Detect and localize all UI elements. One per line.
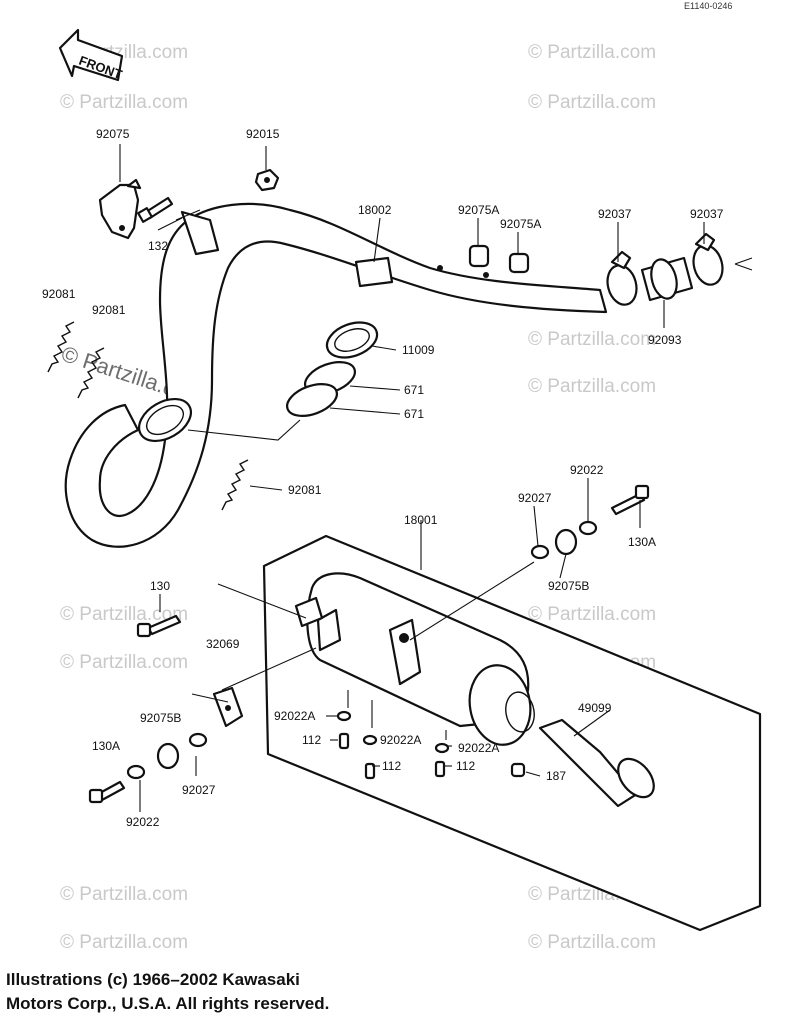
callout-92075B-left: 92075B — [140, 711, 181, 725]
callout-92081-3: 92081 — [288, 483, 322, 497]
sleeve-92093 — [640, 256, 753, 302]
fasteners-muffler — [336, 710, 526, 780]
watermark-text: © Partzilla.com — [60, 604, 188, 625]
copyright-line-1: Illustrations (c) 1966–2002 Kawasaki — [6, 970, 300, 989]
watermark-text: © Partzilla.com — [528, 932, 656, 953]
callout-labels: 92075 92015 132 18002 92075A 92075A 9203… — [42, 127, 724, 829]
callout-92093: 92093 — [648, 333, 682, 347]
callout-92075A-2: 92075A — [500, 217, 541, 231]
watermark-text: © Partzilla.com — [528, 42, 656, 63]
front-arrow-icon: FRONT — [58, 28, 124, 82]
muffler-18001 — [262, 534, 762, 932]
callout-92022-top: 92022 — [570, 463, 604, 477]
spring-92081 — [47, 321, 249, 511]
callout-92075A-1: 92075A — [458, 203, 499, 217]
callout-92027-left: 92027 — [182, 783, 216, 797]
leader-lines — [119, 144, 705, 812]
watermark-text: © Partzilla.com — [60, 884, 188, 905]
callout-130A-left: 130A — [92, 739, 120, 753]
callout-112-1: 112 — [302, 733, 321, 747]
callout-92037-1: 92037 — [598, 207, 632, 221]
callout-187: 187 — [546, 769, 566, 783]
watermark-text: © Partzilla.com — [528, 92, 656, 113]
callout-92015: 92015 — [246, 127, 280, 141]
bolt-132 — [137, 196, 174, 223]
bracket-92075 — [98, 178, 142, 240]
callout-132: 132 — [148, 239, 168, 253]
callout-92075: 92075 — [96, 127, 130, 141]
copyright-notice: Illustrations (c) 1966–2002 Kawasaki Mot… — [6, 968, 329, 1016]
callout-92022A-3: 92022A — [458, 741, 499, 755]
gasket-11009 — [325, 321, 379, 359]
callout-92075B-top: 92075B — [548, 579, 589, 593]
watermark-text: © Partzilla.com — [528, 604, 656, 625]
callout-112-2: 112 — [382, 759, 401, 773]
callout-671-1: 671 — [404, 383, 424, 397]
watermark-text: © Partzilla.com — [60, 92, 188, 113]
tail-pipe-49099 — [538, 718, 655, 808]
watermark-text: © Partzilla.com — [528, 329, 656, 350]
callout-11009: 11009 — [402, 343, 435, 357]
callout-92037-2: 92037 — [690, 207, 724, 221]
callout-130: 130 — [150, 579, 170, 593]
callout-130A-top: 130A — [628, 535, 656, 549]
callout-18002: 18002 — [358, 203, 392, 217]
callout-671-2: 671 — [404, 407, 424, 421]
clamp-92037 — [606, 232, 724, 306]
callout-92027-top: 92027 — [518, 491, 552, 505]
callout-92022-left: 92022 — [126, 815, 160, 829]
callout-32069: 32069 — [206, 637, 240, 651]
watermark-text: © Partzilla.com — [528, 376, 656, 397]
callout-92081-1: 92081 — [42, 287, 76, 301]
callout-92081-2: 92081 — [92, 303, 126, 317]
callout-18001: 18001 — [404, 513, 438, 527]
watermark-text: © Partzilla.com — [60, 652, 188, 673]
hardware-left — [88, 614, 244, 804]
callout-49099: 49099 — [578, 701, 612, 715]
callout-92022A-2: 92022A — [380, 733, 421, 747]
watermark-text: © Partzilla.com — [60, 932, 188, 953]
diagram-code: E1140-0246 — [684, 1, 732, 11]
hardware-right — [530, 484, 650, 560]
copyright-line-2: Motors Corp., U.S.A. All rights reserved… — [6, 994, 330, 1013]
o-ring-671 — [286, 361, 356, 417]
grommet-92075A — [468, 244, 530, 274]
callout-112-3: 112 — [456, 759, 475, 773]
callout-92022A-1: 92022A — [274, 709, 315, 723]
nut-92015 — [254, 168, 280, 192]
